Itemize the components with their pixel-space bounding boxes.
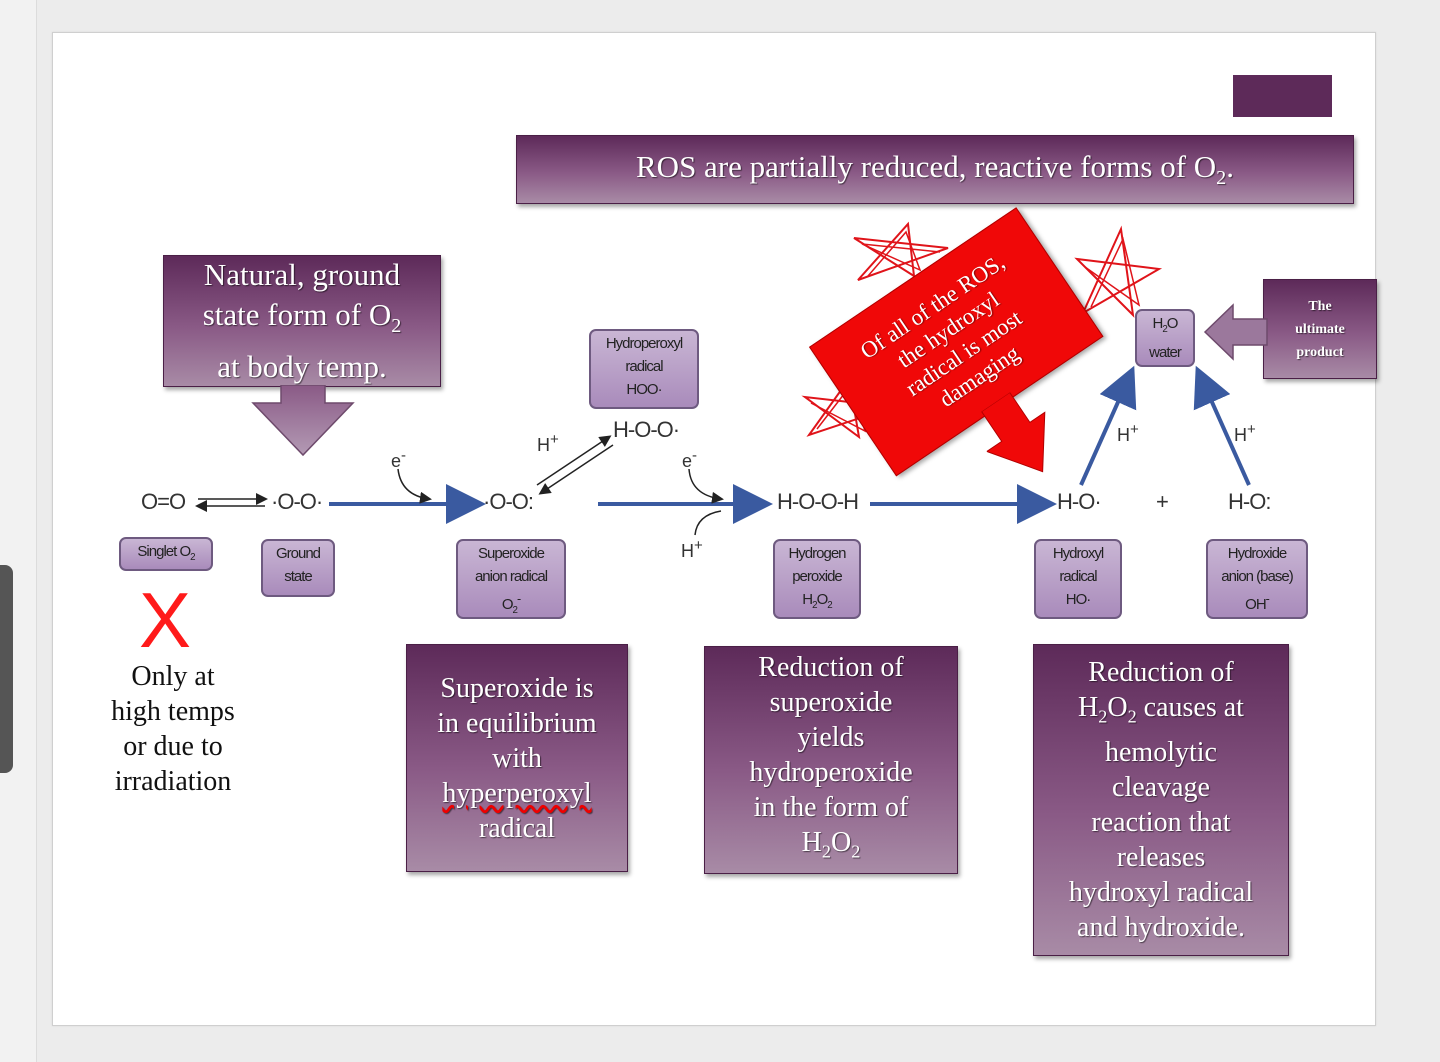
- slide-canvas: ROS are partially reduced, reactive form…: [52, 32, 1377, 1026]
- hydroxide-label: Hydroxide anion (base) OH-: [1206, 539, 1308, 619]
- ground-state-formula: ·O-O·: [271, 489, 323, 514]
- superoxide-formula: ·O-O:: [483, 489, 534, 514]
- ultimate-product-arrow: [1203, 303, 1268, 361]
- scroll-handle[interactable]: [0, 565, 13, 773]
- hydroxyl-formula: H-O·: [1057, 489, 1102, 514]
- plus-sign: +: [1156, 489, 1169, 514]
- red-callout-group: Of all of the ROS, the hydroxyl radical …: [808, 196, 1167, 546]
- peroxide-note: Reduction of superoxide yields hydropero…: [704, 646, 958, 874]
- title-banner: ROS are partially reduced, reactive form…: [516, 135, 1354, 204]
- ground-state-callout: Natural, ground state form of O2 at body…: [163, 255, 441, 387]
- hydroperoxyl-label: Hydroperoxyl radical HOO·: [589, 329, 699, 409]
- singlet-o2-formula: O=O: [141, 489, 186, 514]
- superoxide-label: Superoxide anion radical O2-: [456, 539, 566, 619]
- superoxide-note: Superoxide is in equilibrium with hyperp…: [406, 644, 628, 872]
- proton-label: H+: [1234, 421, 1256, 445]
- x-mark: X: [139, 576, 192, 664]
- hydroxyl-note: Reduction of H2O2 causes at hemolytic cl…: [1033, 644, 1289, 956]
- ultimate-product-callout: The ultimate product: [1263, 279, 1377, 379]
- peroxide-label: Hydrogen peroxide H2O2: [773, 539, 861, 619]
- hydroxyl-label: Hydroxyl radical HO·: [1034, 539, 1122, 619]
- left-panel-strip: [0, 0, 37, 1062]
- red-callout-arrow: [980, 391, 1046, 473]
- ground-state-label: Ground state: [261, 539, 335, 597]
- water-label: H2O water: [1135, 309, 1195, 367]
- proton-label: H+: [1117, 421, 1139, 445]
- hydroxide-formula: H-O:: [1228, 489, 1271, 514]
- peroxide-formula: H-O-O-H: [777, 489, 859, 514]
- hydroperoxyl-formula: H-O-O·: [613, 417, 680, 442]
- corner-decoration: [1233, 75, 1332, 117]
- proton-label: H+: [537, 431, 559, 455]
- singlet-o2-label: Singlet O2: [119, 537, 213, 571]
- singlet-note: Only at high temps or due to irradiation: [111, 661, 235, 797]
- proton-label: H+: [681, 537, 703, 561]
- electron-label: e-: [391, 447, 407, 471]
- scribble-star-icon: [1074, 225, 1163, 318]
- scribble-star-icon: [853, 221, 949, 281]
- reaction-arrows: [195, 365, 1251, 536]
- electron-label: e-: [682, 447, 698, 471]
- ground-callout-arrow: [251, 385, 355, 457]
